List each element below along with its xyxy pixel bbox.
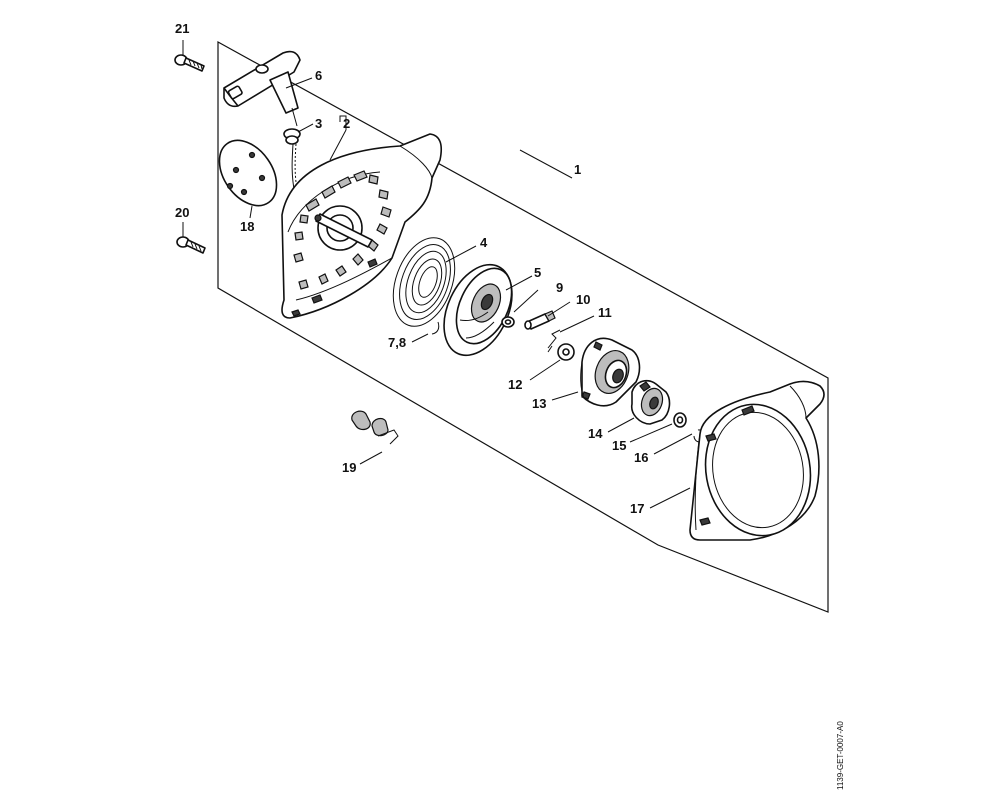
callout-7-8: 7,8 (388, 335, 406, 350)
callout-14: 14 (588, 426, 603, 441)
pawl-carrier-part (580, 337, 641, 407)
callout-6: 6 (315, 68, 322, 83)
washer-12-part (557, 343, 575, 361)
cover-17-part (689, 380, 825, 541)
pawl-14-part (630, 379, 671, 425)
rewind-spring-part (392, 237, 456, 335)
callout-10: 10 (576, 292, 590, 307)
callout-1: 1 (574, 162, 581, 177)
callout-labels: 21 20 6 3 2 18 1 4 5 9 10 11 7,8 12 13 1… (175, 21, 648, 516)
callout-16: 16 (634, 450, 648, 465)
screw-21-part (174, 40, 205, 72)
reference-code: 1139-GET-0007-A0 (836, 721, 845, 790)
assembly-boundary (217, 40, 829, 613)
callout-12: 12 (508, 377, 522, 392)
callout-11: 11 (598, 305, 612, 320)
callout-20: 20 (175, 205, 189, 220)
fan-housing-part (281, 133, 443, 319)
spring-clip-11-part (547, 329, 561, 353)
callout-19: 19 (342, 460, 356, 475)
callout-2: 2 (343, 116, 350, 131)
callout-4: 4 (480, 235, 488, 250)
callout-9: 9 (556, 280, 563, 295)
callout-3: 3 (315, 116, 322, 131)
callout-17: 17 (630, 501, 644, 516)
callout-21: 21 (175, 21, 189, 36)
rope-guide-part (283, 128, 301, 196)
pin-10-part (524, 310, 556, 330)
starter-grip-part (223, 50, 301, 127)
clips-19-part (351, 410, 399, 445)
callout-18: 18 (240, 219, 254, 234)
leader-lines (249, 77, 693, 509)
callout-5: 5 (534, 265, 541, 280)
washer-15-part (673, 412, 687, 428)
washer-9-part (501, 316, 515, 328)
cover-disc-part (218, 139, 278, 207)
rope-rotor-part (443, 263, 513, 357)
screw-20-part (176, 222, 206, 254)
housing-fins (293, 170, 392, 290)
callout-13: 13 (532, 396, 546, 411)
callout-15: 15 (612, 438, 626, 453)
